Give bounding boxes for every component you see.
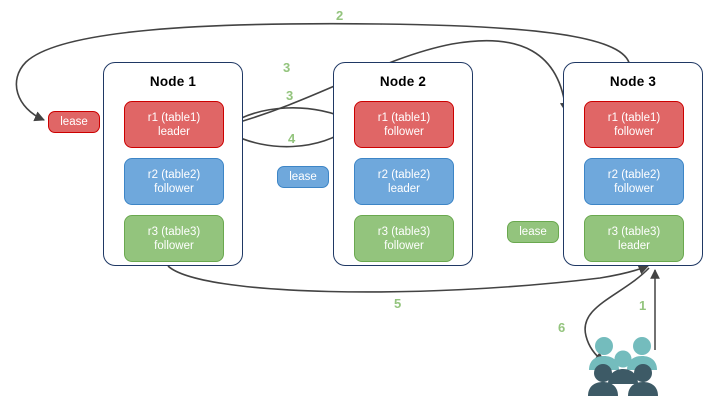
replica-name: r2 (table2) (607, 168, 661, 181)
edge-label-3a: 3 (283, 60, 291, 75)
replica-name: r1 (table1) (607, 111, 661, 124)
node-container-node2: Node 2 r1 (table1) follower r2 (table2) … (333, 62, 473, 266)
edge-label-6: 6 (558, 320, 566, 335)
edge-label-4: 4 (288, 131, 296, 146)
replica-node3-r1: r1 (table1) follower (584, 101, 684, 148)
replica-name: r3 (table3) (607, 225, 661, 238)
users-icon (588, 337, 658, 396)
lease-label: lease (60, 116, 88, 128)
replica-node1-r3: r3 (table3) follower (124, 215, 224, 262)
replica-node1-r2: r2 (table2) follower (124, 158, 224, 205)
replica-node1-r1: r1 (table1) leader (124, 101, 224, 148)
replica-node2-r1: r1 (table1) follower (354, 101, 454, 148)
edge-5-node1-to-node3 (167, 264, 649, 293)
lease-badge-table3: lease (507, 221, 559, 243)
lease-badge-table2: lease (277, 166, 329, 188)
replica-role: follower (614, 182, 654, 195)
replica-node3-r2: r2 (table2) follower (584, 158, 684, 205)
replica-name: r1 (table1) (147, 111, 201, 124)
node-container-node3: Node 3 r1 (table1) follower r2 (table2) … (563, 62, 703, 266)
replica-name: r3 (table3) (377, 225, 431, 238)
edge-label-3b: 3 (286, 88, 294, 103)
replica-name: r2 (table2) (147, 168, 201, 181)
edge-3-node1-to-node2 (226, 107, 351, 127)
node-title-node1: Node 1 (149, 74, 197, 89)
replica-role: follower (384, 125, 424, 138)
replica-name: r2 (table2) (377, 168, 431, 181)
node-title-node3: Node 3 (609, 74, 657, 89)
edge-label-1: 1 (639, 298, 647, 313)
replica-role: leader (618, 239, 650, 252)
lease-badge-table1: lease (48, 111, 100, 133)
replica-node2-r2: r2 (table2) leader (354, 158, 454, 205)
replica-name: r3 (table3) (147, 225, 201, 238)
edge-label-5: 5 (394, 296, 402, 311)
lease-label: lease (519, 226, 547, 238)
edge-label-2: 2 (336, 8, 344, 23)
replica-node3-r3: r3 (table3) leader (584, 215, 684, 262)
lease-label: lease (289, 171, 317, 183)
replica-node2-r3: r3 (table3) follower (354, 215, 454, 262)
replica-role: follower (154, 182, 194, 195)
node-title-node2: Node 2 (379, 74, 427, 89)
replica-role: leader (158, 125, 190, 138)
replica-role: follower (154, 239, 194, 252)
replica-role: follower (614, 125, 654, 138)
replica-name: r1 (table1) (377, 111, 431, 124)
replica-role: follower (384, 239, 424, 252)
replica-role: leader (388, 182, 420, 195)
node-container-node1: Node 1 r1 (table1) leader r2 (table2) fo… (103, 62, 243, 266)
